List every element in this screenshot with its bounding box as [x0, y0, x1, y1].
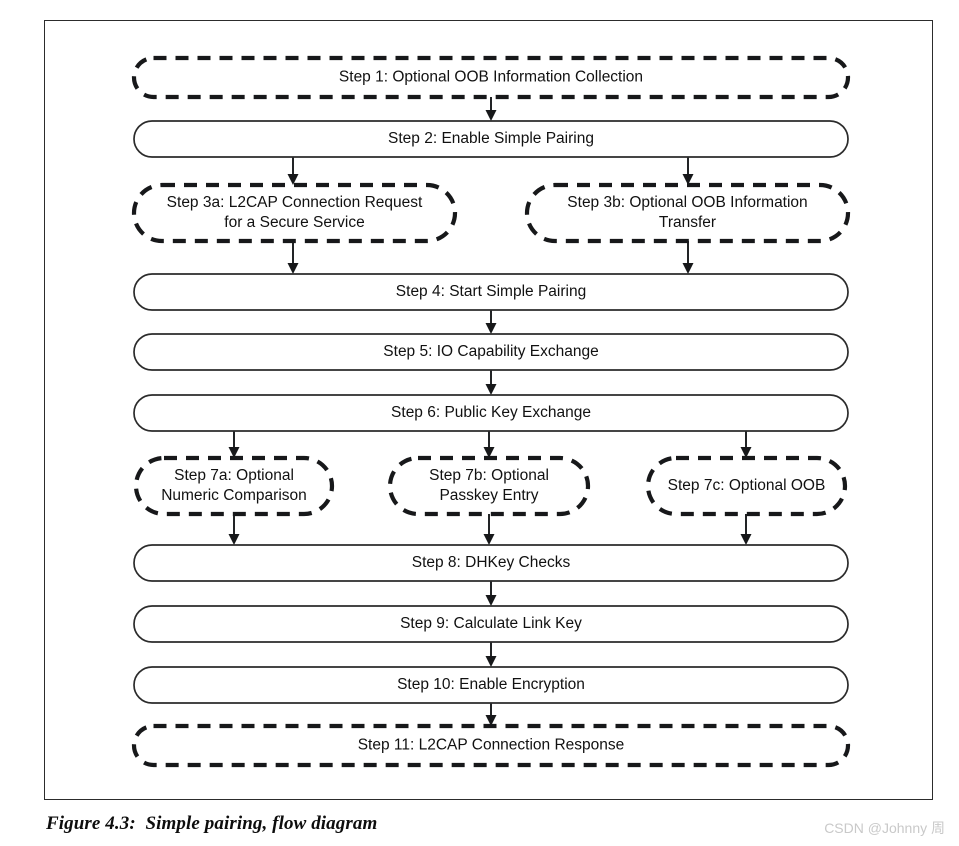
flow-node-step7c[interactable]: Step 7c: Optional OOB — [645, 455, 848, 517]
flow-arrow-step3a-to-step4 — [287, 241, 299, 274]
flow-node-step8[interactable]: Step 8: DHKey Checks — [133, 544, 849, 582]
arrow-head-icon — [287, 263, 299, 274]
flow-node-step2[interactable]: Step 2: Enable Simple Pairing — [133, 120, 849, 158]
flow-arrow-step4-to-step5 — [485, 310, 497, 334]
flow-arrow-step1-to-step2 — [485, 97, 497, 121]
flow-node-label-step6: Step 6: Public Key Exchange — [391, 404, 591, 421]
arrow-head-icon — [485, 384, 497, 395]
flow-node-step1[interactable]: Step 1: Optional OOB Information Collect… — [131, 55, 851, 100]
flow-arrow-step6-to-step7a — [228, 431, 240, 458]
flow-arrow-step6-to-step7b — [483, 431, 495, 458]
arrow-head-icon — [485, 110, 497, 121]
arrow-head-icon — [682, 263, 694, 274]
optional-step-shape — [645, 455, 848, 517]
optional-step-shape — [524, 182, 851, 244]
mandatory-step-shape — [133, 544, 849, 582]
arrow-head-icon — [485, 323, 497, 334]
flow-arrow-step2-to-step3b — [682, 157, 694, 185]
optional-step-shape — [131, 723, 851, 768]
mandatory-step-shape — [133, 394, 849, 432]
optional-step-shape — [131, 182, 458, 244]
flow-node-label-step3a: Step 3a: L2CAP Connection Request — [167, 194, 423, 211]
arrow-head-icon — [740, 447, 752, 458]
flow-node-step6[interactable]: Step 6: Public Key Exchange — [133, 394, 849, 432]
optional-step-shape — [387, 455, 591, 517]
arrow-head-icon — [485, 656, 497, 667]
flow-arrow-step10-to-step11 — [485, 703, 497, 726]
flow-arrow-step9-to-step10 — [485, 642, 497, 667]
flow-node-label-step7a: Numeric Comparison — [161, 487, 307, 504]
flow-arrow-step7a-to-step8 — [228, 514, 240, 545]
flow-node-label-step7a: Step 7a: Optional — [174, 467, 294, 484]
flow-node-step9[interactable]: Step 9: Calculate Link Key — [133, 605, 849, 643]
flow-node-step4[interactable]: Step 4: Start Simple Pairing — [133, 273, 849, 311]
flow-node-label-step2: Step 2: Enable Simple Pairing — [388, 130, 594, 147]
flow-node-label-step7c: Step 7c: Optional OOB — [668, 477, 826, 494]
flow-arrow-step7c-to-step8 — [740, 514, 752, 545]
flow-edge-layer — [228, 97, 752, 726]
flow-node-label-step1: Step 1: Optional OOB Information Collect… — [339, 69, 643, 86]
flow-arrow-step8-to-step9 — [485, 581, 497, 606]
mandatory-step-shape — [133, 605, 849, 643]
flow-node-step3b[interactable]: Step 3b: Optional OOB InformationTransfe… — [524, 182, 851, 244]
optional-step-shape — [133, 455, 335, 517]
arrow-head-icon — [682, 174, 694, 185]
arrow-head-icon — [228, 534, 240, 545]
flow-node-label-step4: Step 4: Start Simple Pairing — [396, 283, 586, 300]
watermark-label: CSDN @Johnny 周 — [824, 820, 945, 836]
arrow-head-icon — [740, 534, 752, 545]
arrow-head-icon — [485, 715, 497, 726]
flow-node-label-step3b: Step 3b: Optional OOB Information — [567, 194, 807, 211]
flow-node-label-step10: Step 10: Enable Encryption — [397, 676, 585, 693]
flow-arrow-step3b-to-step4 — [682, 241, 694, 274]
mandatory-step-shape — [133, 273, 849, 311]
flow-node-step3a[interactable]: Step 3a: L2CAP Connection Request for a S… — [131, 182, 458, 244]
arrow-head-icon — [483, 447, 495, 458]
mandatory-step-shape — [133, 333, 849, 371]
simple-pairing-flow-diagram: Step 1: Optional OOB Information Collect… — [131, 55, 851, 768]
mandatory-step-shape — [133, 666, 849, 704]
flow-node-label-step7b: Passkey Entry — [439, 487, 538, 504]
flow-node-step10[interactable]: Step 10: Enable Encryption — [133, 666, 849, 704]
flow-node-label-step3a: for a Secure Service — [224, 214, 364, 231]
flow-node-label-step8: Step 8: DHKey Checks — [412, 554, 571, 571]
flow-arrow-step2-to-step3a — [287, 157, 299, 185]
flow-node-step11[interactable]: Step 11: L2CAP Connection Response — [131, 723, 851, 768]
arrow-head-icon — [485, 595, 497, 606]
mandatory-step-shape — [133, 120, 849, 158]
flow-node-label-step11: Step 11: L2CAP Connection Response — [358, 737, 625, 754]
optional-step-shape — [131, 55, 851, 100]
flow-node-layer: Step 1: Optional OOB Information Collect… — [131, 55, 851, 768]
arrow-head-icon — [287, 174, 299, 185]
flow-arrow-step5-to-step6 — [485, 370, 497, 395]
flow-node-label-step3b: Transfer — [659, 214, 716, 231]
flow-node-label-step7b: Step 7b: Optional — [429, 467, 549, 484]
flow-node-label-step5: Step 5: IO Capability Exchange — [383, 343, 598, 360]
arrow-head-icon — [228, 447, 240, 458]
flow-arrow-step6-to-step7c — [740, 431, 752, 458]
figure-caption: Figure 4.3: Simple pairing, flow diagram — [46, 813, 378, 834]
flow-node-step5[interactable]: Step 5: IO Capability Exchange — [133, 333, 849, 371]
arrow-head-icon — [483, 534, 495, 545]
flow-arrow-step7b-to-step8 — [483, 514, 495, 545]
flow-node-label-step9: Step 9: Calculate Link Key — [400, 615, 582, 632]
